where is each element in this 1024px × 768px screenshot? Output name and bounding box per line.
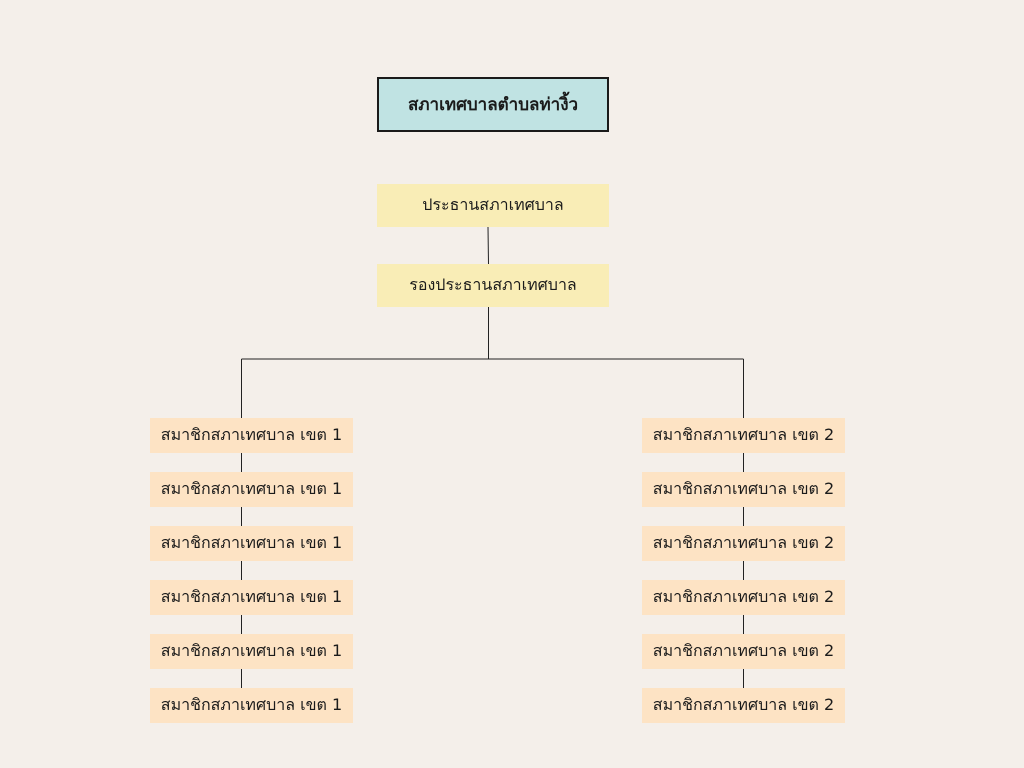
district-2-member: สมาชิกสภาเทศบาล เขต 2 (642, 580, 845, 615)
district-2-member: สมาชิกสภาเทศบาล เขต 2 (642, 526, 845, 561)
district-1-member: สมาชิกสภาเทศบาล เขต 1 (150, 526, 353, 561)
connector-chair-to-vice (487, 226, 489, 265)
district-1-member: สมาชิกสภาเทศบาล เขต 1 (150, 472, 353, 507)
council-vice-chair: รองประธานสภาเทศบาล (377, 264, 609, 307)
council-chair: ประธานสภาเทศบาล (377, 184, 609, 227)
district-1-member: สมาชิกสภาเทศบาล เขต 1 (150, 418, 353, 453)
district-1-member: สมาชิกสภาเทศบาล เขต 1 (150, 580, 353, 615)
district-1-member: สมาชิกสภาเทศบาล เขต 1 (150, 688, 353, 723)
council-title: สภาเทศบาลตำบลท่างิ้ว (377, 77, 609, 132)
district-2-member: สมาชิกสภาเทศบาล เขต 2 (642, 418, 845, 453)
district-2-member: สมาชิกสภาเทศบาล เขต 2 (642, 634, 845, 669)
district-1-member: สมาชิกสภาเทศบาล เขต 1 (150, 634, 353, 669)
district-2-member: สมาชิกสภาเทศบาล เขต 2 (642, 472, 845, 507)
district-2-member: สมาชิกสภาเทศบาล เขต 2 (642, 688, 845, 723)
